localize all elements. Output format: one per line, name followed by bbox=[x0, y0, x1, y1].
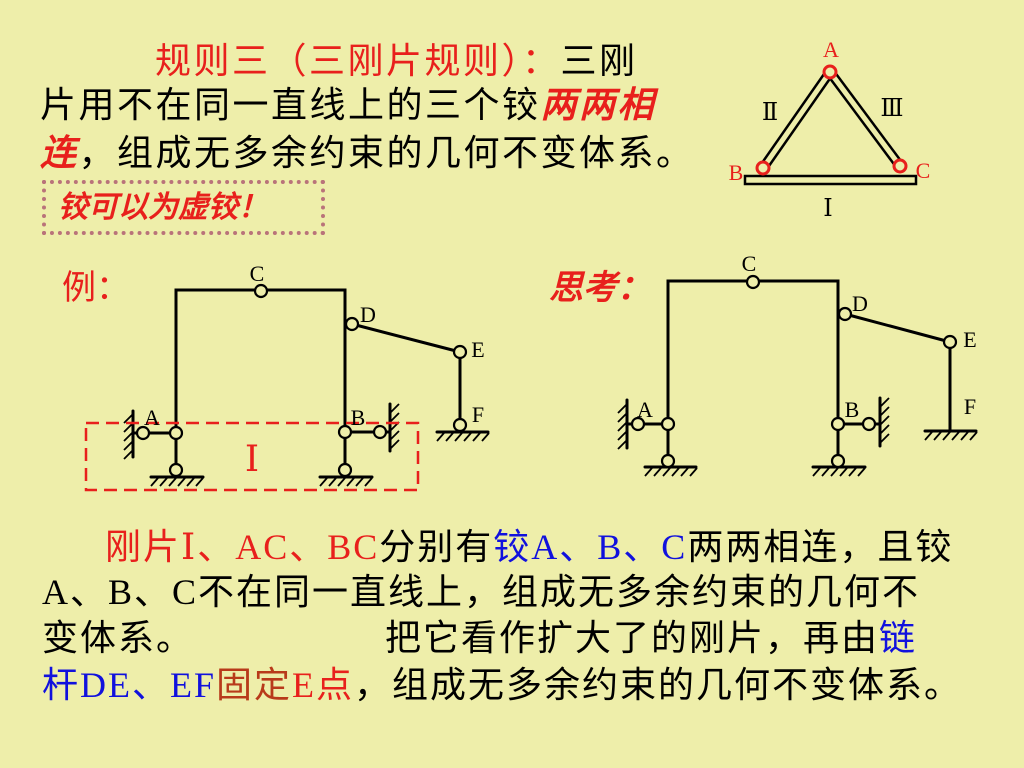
example-label-F: F bbox=[472, 402, 484, 427]
three-rigid-body-triangle: A B C Ⅰ Ⅱ Ⅲ bbox=[729, 37, 931, 222]
example-label-E: E bbox=[471, 337, 484, 362]
think-hinge-D bbox=[837, 306, 853, 322]
example-wall-hatch-B bbox=[389, 403, 400, 450]
example-structure: Ⅰ C D E A B F bbox=[84, 261, 490, 492]
think-hinge-B-ground bbox=[830, 453, 846, 469]
explanation-line-3a: 变体系。 bbox=[42, 618, 195, 658]
triangle-label-II: Ⅱ bbox=[762, 100, 778, 126]
triangle-hinge-C bbox=[892, 158, 908, 174]
example-wall-hatch-A bbox=[123, 413, 134, 460]
triangle-label-B: B bbox=[729, 160, 744, 185]
rule-line-1: 规则三（三刚片规则）：三刚 bbox=[155, 43, 638, 79]
think-heading: 思考： bbox=[549, 270, 651, 307]
example-label-B: B bbox=[351, 405, 366, 430]
example-label-A: A bbox=[144, 405, 160, 430]
rule-line-2-text: 片用不在同一直线上的三个铰 bbox=[40, 85, 541, 125]
example-hinge-D bbox=[344, 316, 360, 332]
explanation-rigid-bodies: 刚片Ⅰ、AC、BC bbox=[105, 527, 380, 567]
triangle-label-C: C bbox=[916, 158, 931, 183]
example-hinge-B bbox=[337, 424, 353, 440]
example-rigid-body-label: Ⅰ bbox=[245, 439, 259, 479]
think-label-C: C bbox=[742, 251, 757, 276]
explanation-line-1: 刚片Ⅰ、AC、BC分别有铰A、B、C两两相连，且铰 bbox=[105, 529, 953, 565]
think-wall-hatch-A bbox=[617, 403, 628, 450]
example-ground-hatch-F bbox=[436, 432, 490, 442]
explanation-hinges: 铰A、B、C bbox=[493, 527, 688, 567]
think-hinge-A bbox=[660, 416, 676, 432]
think-ground-hatch-F bbox=[924, 431, 978, 441]
example-hinge-E bbox=[452, 344, 468, 360]
think-ground-hatch-A bbox=[644, 467, 698, 477]
rule-line-2: 片用不在同一直线上的三个铰两两相 bbox=[40, 87, 656, 123]
think-label-F: F bbox=[964, 394, 976, 419]
explanation-line-4: 杆DE、EF固定E点，组成无多余约束的几何不变体系。 bbox=[42, 667, 962, 703]
explanation-links-end: 杆DE、EF bbox=[42, 665, 217, 705]
explanation-line-1-text-b: 两两相连，且铰 bbox=[687, 527, 954, 567]
triangle-label-I: Ⅰ bbox=[823, 196, 832, 222]
example-label-D: D bbox=[360, 302, 376, 327]
triangle-label-A: A bbox=[823, 37, 839, 62]
rule-line-2-emphasis: 两两相 bbox=[540, 85, 657, 125]
triangle-hinge-A bbox=[822, 64, 838, 80]
explanation-line-3b: 把它看作扩大了的刚片，再由链 bbox=[385, 620, 917, 656]
think-label-B: B bbox=[845, 397, 860, 422]
explanation-line-3-text: 把它看作扩大了的刚片，再由 bbox=[385, 618, 880, 658]
triangle-label-III: Ⅲ bbox=[880, 96, 903, 122]
think-label-A: A bbox=[637, 397, 653, 422]
explanation-fix: 固定 bbox=[216, 665, 293, 705]
rule-line-3-text: ，组成无多余约束的几何不变体系。 bbox=[78, 133, 695, 173]
example-label-C: C bbox=[250, 261, 265, 286]
think-structure: C D E A B F bbox=[617, 251, 978, 477]
explanation-line-1-text-a: 分别有 bbox=[379, 527, 494, 567]
example-hinge-A bbox=[168, 425, 184, 441]
rule-line-1-text: 三刚 bbox=[560, 41, 638, 81]
example-ground-hatch-B bbox=[319, 477, 373, 487]
rigid-body-III-inner bbox=[827, 70, 903, 168]
explanation-point: E点 bbox=[292, 665, 355, 705]
think-wall-hatch-B bbox=[879, 397, 890, 444]
explanation-links-start: 链 bbox=[879, 618, 918, 658]
think-frame bbox=[666, 279, 840, 426]
explanation-line-4-text: ，组成无多余约束的几何不变体系。 bbox=[354, 665, 963, 705]
example-link-DE bbox=[350, 322, 462, 354]
rigid-body-I bbox=[743, 174, 918, 186]
explanation-line-2: A、B、C不在同一直线上，组成无多余约束的几何不 bbox=[42, 572, 921, 612]
think-hinge-C bbox=[745, 274, 761, 290]
think-hinge-A-wall bbox=[630, 416, 646, 432]
triangle-hinge-B bbox=[755, 160, 771, 176]
think-label-E: E bbox=[963, 327, 976, 352]
virtual-hinge-note: 铰可以为虚铰！ bbox=[42, 180, 325, 235]
think-link-DE bbox=[843, 312, 952, 344]
example-hinge-B-wall bbox=[372, 424, 388, 440]
think-hinge-B bbox=[830, 416, 846, 432]
rigid-body-I-dashed-box bbox=[84, 421, 420, 492]
rule-line-3: 连，组成无多余约束的几何不变体系。 bbox=[40, 135, 695, 171]
think-label-D: D bbox=[852, 291, 868, 316]
example-ground-hatch-A bbox=[150, 477, 204, 487]
rigid-body-II-inner bbox=[760, 70, 833, 170]
think-hinge-B-wall bbox=[861, 416, 877, 432]
example-hinge-F bbox=[452, 417, 468, 433]
example-hinge-A-wall bbox=[135, 425, 151, 441]
think-ground-hatch-B bbox=[812, 467, 866, 477]
think-hinge-A-ground bbox=[660, 453, 676, 469]
rule-line-3-emphasis: 连 bbox=[40, 133, 79, 173]
example-hinge-A-ground bbox=[168, 462, 184, 478]
example-hinge-B-ground bbox=[337, 462, 353, 478]
think-hinge-E bbox=[942, 334, 958, 350]
example-heading: 例： bbox=[62, 270, 130, 307]
example-hinge-C bbox=[253, 283, 269, 299]
example-frame bbox=[174, 288, 347, 435]
rule-title: 规则三（三刚片规则）： bbox=[155, 41, 561, 81]
